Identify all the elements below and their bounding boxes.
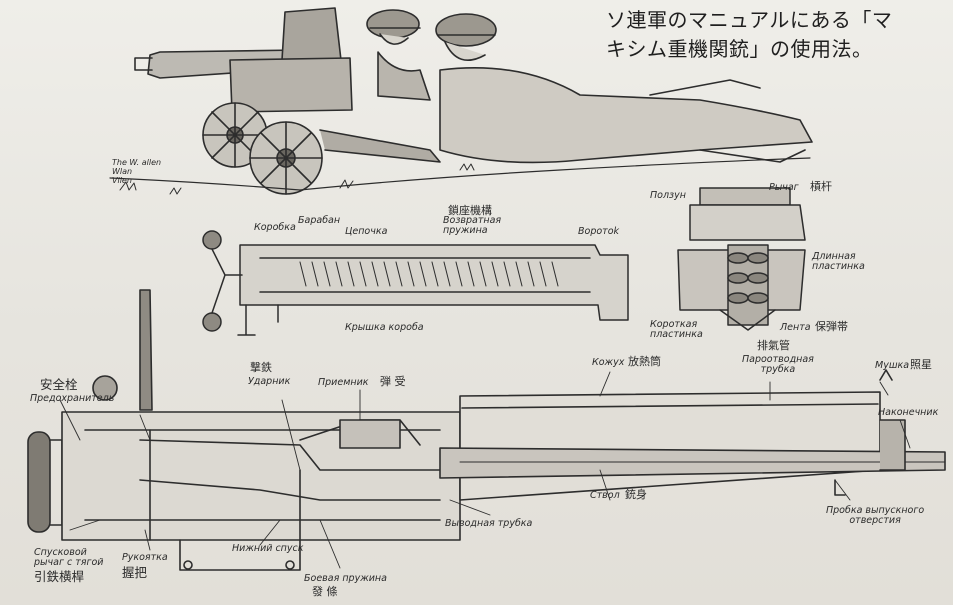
page-caption: ソ連軍のマニュアルにある「マ キシム重機関銃」の使用法。 [606, 6, 936, 64]
label-lenta-jp: 保弾帯 [815, 320, 848, 333]
label-dlinnaya: Длинная пластинка [812, 251, 865, 272]
label-mainspring-ru: Боевая пружина [304, 573, 387, 584]
label-vent-jp: 排氣管 [757, 339, 790, 352]
label-receiver-ru: Приемник [318, 377, 369, 388]
caption-line-2: キシム重機関銃」の使用法。 [606, 37, 873, 61]
label-vent-ru: Пароотводная трубка [742, 354, 814, 375]
label-mainspring-jp: 發 條 [312, 585, 338, 598]
label-mushka-jp: 照星 [910, 358, 932, 371]
label-lower-release: Нижний спуск [232, 543, 304, 554]
label-probka: Пробка выпускного отверстия [826, 505, 925, 526]
label-korotkaya: Короткая пластинка [650, 319, 703, 340]
label-korobka: Коробка [254, 222, 296, 233]
label-mushka-ru: Мушка [875, 360, 910, 371]
label-safety-ru: Предохранитель [30, 393, 115, 404]
label-vorotok: Воротоk [578, 226, 620, 237]
sketch-handwriting: The W. allen Wlan Vilen [112, 158, 162, 185]
label-baraban: Барабан [298, 215, 341, 226]
label-stvol-jp: 銃身 [625, 488, 647, 501]
label-outlet-ru: Выводная трубка [445, 518, 533, 529]
label-trigger-ru: Спусковой рычаг с тягой [34, 547, 104, 568]
label-kryshka: Крышка короба [345, 322, 424, 333]
label-receiver-jp: 弾 受 [380, 375, 406, 388]
label-nakonechnik: Наконечник [878, 407, 939, 418]
label-striker-ru: Ударник [248, 376, 291, 387]
label-tsepochka: Цепочка [345, 226, 388, 237]
soldiers-with-maxim-gun-sketch [109, 7, 813, 195]
sectional-view-diagram [27, 289, 946, 571]
label-safety-jp: 安全栓 [40, 377, 78, 392]
label-striker-jp: 撃鉄 [250, 361, 272, 374]
label-lenta: Лента [780, 322, 811, 333]
lock-diagram-title: 鎖座機構 [448, 204, 492, 217]
label-handle-ru: Рукоятка [122, 552, 168, 563]
label-kozhukh-ru: Кожух [592, 357, 625, 368]
label-polzun: Ползун [650, 190, 686, 201]
lock-mechanism-diagram [202, 230, 629, 336]
label-rychag: Рычаг [769, 182, 799, 193]
label-handle-jp: 握把 [122, 565, 148, 580]
label-vozvratnaya: Возвратная пружина [443, 215, 502, 236]
caption-line-1: ソ連軍のマニュアルにある「マ [606, 8, 893, 32]
label-trigger-jp: 引鉄横桿 [34, 569, 85, 584]
label-stvol-ru: Ствол [590, 490, 620, 501]
label-rychag-jp: 槓杆 [810, 180, 832, 193]
feed-block-diagram [677, 187, 806, 331]
label-kozhukh-jp: 放熱筒 [628, 355, 661, 368]
